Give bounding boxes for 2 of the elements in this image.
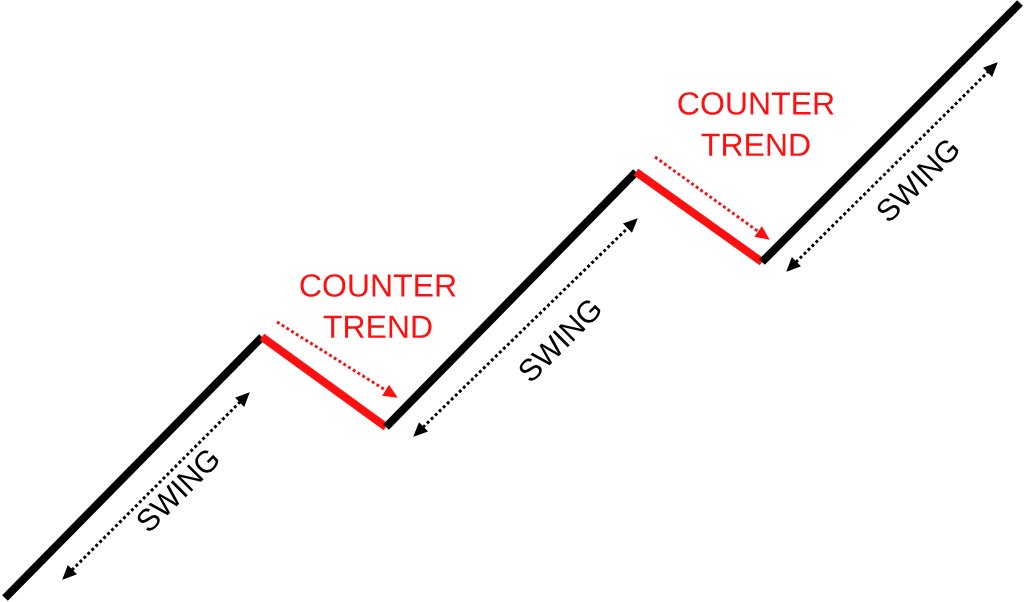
counter-trend-label: COUNTER TREND	[300, 274, 456, 338]
counter-trend-label: COUNTER TREND	[678, 92, 834, 156]
